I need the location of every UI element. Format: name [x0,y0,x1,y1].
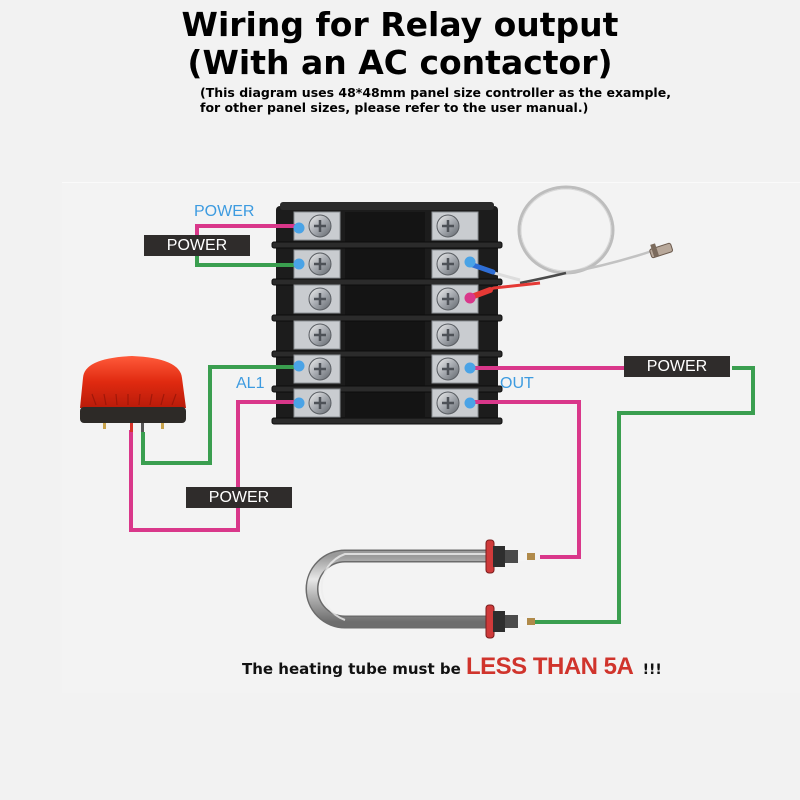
label-out: OUT [500,375,534,392]
heater-flange-upper [485,539,495,574]
warning-current-limit: LESS THAN 5A [466,653,634,680]
tag-power-source-right: POWER [624,356,730,377]
subtitle-line-1: (This diagram uses 48*48mm panel size co… [200,85,671,100]
title-line-1: Wiring for Relay output [181,5,619,44]
terminal-connection-dot [293,222,305,234]
diagram-panel [62,182,800,693]
alarm-beacon [80,356,186,432]
terminal-connection-dot [464,256,476,268]
heater-flange-lower [485,604,495,639]
beacon-dome [80,356,186,408]
tag-power-source-alarm: POWER [186,487,292,508]
wire-alarm-live [129,400,298,532]
warning-suffix: !!! [642,662,662,678]
label-al1: AL1 [236,375,265,392]
terminal-connection-dot [464,292,476,304]
terminal-dots [293,222,476,409]
beacon-base [80,407,186,423]
terminal-connection-dot [293,397,305,409]
wire-heater-live [470,400,581,559]
terminal-connection-dot [293,258,305,270]
warning-prefix: The heating tube must be [242,660,461,678]
heating-tube [305,539,535,639]
wire-alarm-neutral [141,365,298,465]
subtitle: (This diagram uses 48*48mm panel size co… [200,85,671,115]
label-power-terminal: POWER [194,203,255,220]
sensor-cable-loop [517,185,615,275]
subtitle-line-2: for other panel sizes, please refer to t… [200,100,589,115]
terminal-connection-dot [464,397,476,409]
wire-heater-neutral [533,366,755,624]
warning-note: The heating tube must be LESS THAN 5A !!… [242,653,662,681]
terminal-connection-dot [293,360,305,372]
title-line-2: (With an AC contactor) [187,43,613,82]
tag-power-source-top: POWER [144,235,250,256]
terminal-connection-dot [464,362,476,374]
sensor-cable [565,249,653,275]
